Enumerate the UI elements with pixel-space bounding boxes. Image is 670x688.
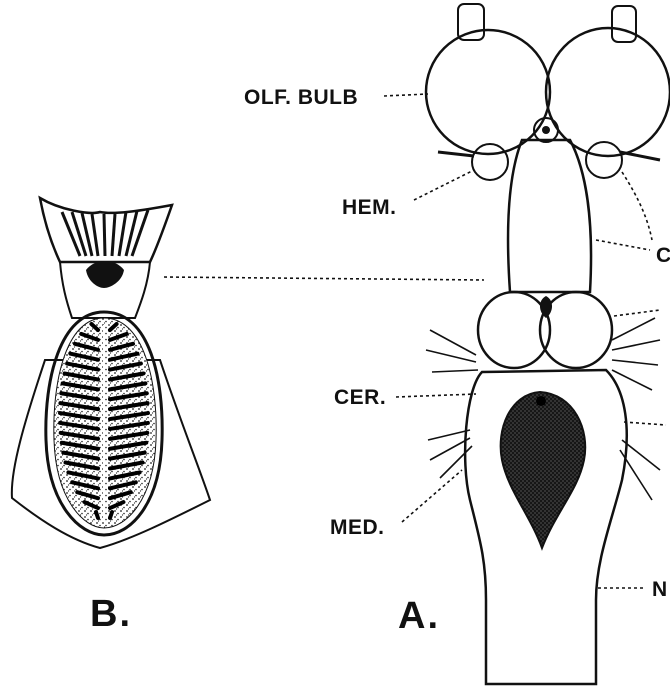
figure-b-ridge — [108, 490, 133, 501]
panel-label-b: B. — [90, 593, 132, 635]
figure-b-ridge — [108, 440, 149, 451]
medulla — [463, 368, 628, 686]
figure-b-ridge — [73, 341, 100, 352]
figure-b-ridge — [59, 391, 100, 402]
figure-b-base — [10, 359, 212, 550]
figure-b-ridge — [58, 430, 100, 441]
figure-b-ridge — [59, 440, 100, 451]
figure-b-ridge — [61, 450, 100, 461]
figure-b-ridge — [108, 371, 146, 382]
label-med: MED. — [330, 516, 385, 539]
figure-b-ridge — [58, 401, 100, 412]
figure-b-ridge — [108, 430, 150, 441]
hemisphere-lobe-left — [471, 143, 509, 181]
figure-b-ridge — [108, 401, 150, 412]
figure-a-section — [424, 3, 670, 686]
figure-b-ridges — [58, 322, 150, 520]
nerve-fibers-right — [611, 317, 661, 501]
figure-b-ridge — [108, 480, 138, 491]
figure-b-ridge — [108, 450, 147, 461]
figure-b-ridge — [65, 361, 100, 372]
figure-b-ridge — [66, 470, 100, 481]
figure-b-ridge — [108, 331, 129, 342]
figure-b-neck — [58, 261, 152, 319]
optic-lobe-left — [476, 290, 552, 370]
figure-b-ridge — [58, 411, 100, 422]
label-right-n: N — [652, 578, 668, 601]
figure-b-ridge — [108, 341, 135, 352]
figure-b-dark-spot — [86, 261, 124, 288]
figure-b-ridge — [60, 381, 100, 392]
panel-label-a: A. — [398, 595, 440, 637]
optic-lobe-right — [538, 290, 614, 370]
figure-b-ridge — [108, 411, 150, 422]
figure-b-ridge — [108, 500, 126, 511]
hemisphere-lobe-right — [585, 141, 623, 179]
label-cer: CER. — [334, 386, 386, 409]
figure-b-ridge — [63, 460, 100, 471]
figure-b-oval — [44, 310, 164, 537]
olf-nerve-left — [457, 3, 485, 41]
forebrain-stalk — [506, 138, 593, 294]
figure-b-fan-ridges — [60, 209, 150, 257]
figure-b-ridge — [108, 470, 142, 481]
pineal-spot — [542, 126, 550, 134]
figure-b-ridge — [75, 490, 100, 501]
nerve-fibers-left — [425, 329, 479, 479]
olfactory-bulb-right — [544, 26, 670, 158]
optic-notch — [540, 296, 552, 318]
olf-nerve-right — [611, 5, 637, 43]
label-olf-bulb: OLF. BULB — [244, 86, 358, 109]
figure-b-ridge — [89, 322, 100, 332]
olfactory-bulb-left — [424, 28, 552, 156]
figure-b-ridge — [94, 510, 100, 520]
figure-b-ridge — [108, 420, 150, 431]
figure-b-fan — [38, 195, 174, 264]
nerve-right — [619, 150, 661, 162]
label-right-c: C — [656, 244, 670, 267]
fourth-ventricle — [499, 390, 587, 551]
ventricle-spot — [536, 396, 546, 406]
nerve-left — [437, 150, 475, 158]
figure-b-ridge — [108, 322, 119, 332]
figure-b-ridge — [108, 361, 143, 372]
figure-b-ridge — [108, 391, 149, 402]
figure-b-ridge — [70, 480, 100, 491]
figure-b-section — [10, 195, 212, 550]
figure-b-ridge — [79, 331, 100, 342]
figure-b-ridge — [58, 420, 100, 431]
label-hem: HEM. — [342, 196, 397, 219]
figure-b-ridge — [68, 351, 100, 362]
figure-b-ridge — [82, 500, 100, 511]
pineal-knob — [533, 117, 559, 143]
leader-lines — [163, 93, 667, 589]
figure-b-ridge — [108, 381, 148, 392]
figure-b-ridge — [108, 510, 114, 520]
figure-b-ridge — [62, 371, 100, 382]
figure-b-ridge — [108, 460, 145, 471]
figure-b-ridge — [108, 351, 140, 362]
